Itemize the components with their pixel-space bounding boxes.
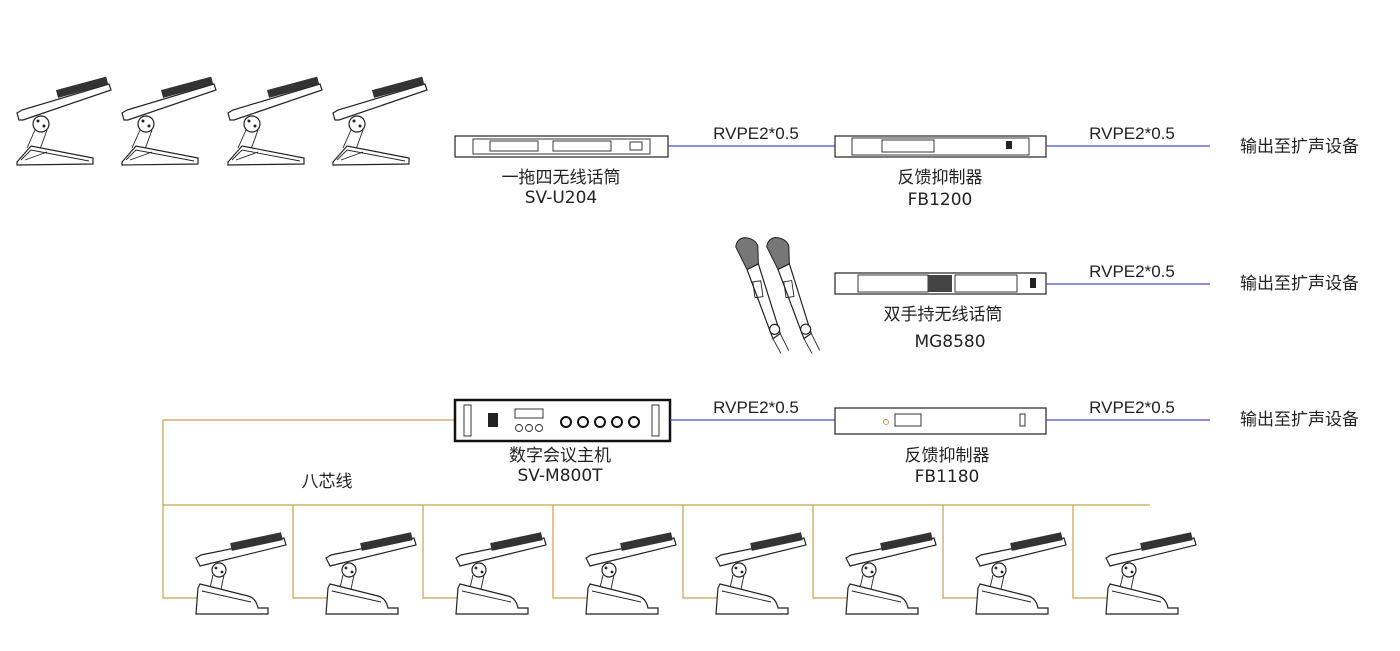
cable-label: RVPE2*0.5 — [713, 398, 799, 417]
row-3: 八芯线 RVPE2*0.5 — [162, 398, 1359, 615]
conference-unit-icon — [715, 531, 807, 615]
conference-unit-icon — [195, 531, 287, 615]
device-name: 数字会议主机 — [509, 446, 611, 466]
conference-unit-icon — [121, 76, 217, 166]
device-model: SV-U204 — [525, 188, 597, 208]
conference-unit-icon — [975, 531, 1067, 615]
rack-device-icon — [834, 407, 1047, 435]
handheld-mic-icon — [765, 233, 821, 359]
conference-unit-icon — [325, 531, 417, 615]
output-label: 输出至扩声设备 — [1240, 410, 1359, 430]
row-2: RVPE2*0.5 输出至扩声设备 双手持无线话筒 MG8580 — [734, 233, 1359, 359]
conference-unit-icon — [227, 76, 323, 166]
bus-label: 八芯线 — [302, 472, 353, 492]
wired-conference-units — [195, 531, 1197, 615]
rack-device-icon — [454, 135, 669, 158]
device-name: 一拖四无线话筒 — [502, 168, 621, 188]
device-model: FB1200 — [908, 190, 973, 210]
row-1: RVPE2*0.5 RVPE2*0.5 输出至扩声设备 一拖四无线话筒 SV-U… — [454, 124, 1359, 210]
device-name: 反馈抑制器 — [905, 446, 990, 466]
device-name: 反馈抑制器 — [898, 168, 983, 188]
cable-label: RVPE2*0.5 — [1089, 398, 1175, 417]
device-model: MG8580 — [914, 332, 985, 352]
output-label: 输出至扩声设备 — [1240, 274, 1359, 294]
cable-label: RVPE2*0.5 — [1089, 262, 1175, 281]
wireless-conference-units — [16, 76, 428, 166]
device-name: 双手持无线话筒 — [884, 305, 1003, 325]
output-label: 输出至扩声设备 — [1240, 137, 1359, 157]
device-model: SV-M800T — [517, 466, 603, 486]
conference-unit-icon — [455, 531, 547, 615]
conference-unit-icon — [332, 76, 428, 166]
device-model: FB1180 — [915, 467, 980, 487]
rack-device-icon — [834, 135, 1047, 158]
rack-device-icon — [453, 398, 672, 443]
conference-unit-icon — [845, 531, 937, 615]
conference-unit-icon — [585, 531, 677, 615]
conference-unit-icon — [1105, 531, 1197, 615]
cable-label: RVPE2*0.5 — [1089, 124, 1175, 143]
cable-label: RVPE2*0.5 — [713, 124, 799, 143]
conference-bus — [162, 419, 1150, 599]
conference-unit-icon — [16, 76, 112, 166]
rack-device-icon — [834, 272, 1047, 295]
